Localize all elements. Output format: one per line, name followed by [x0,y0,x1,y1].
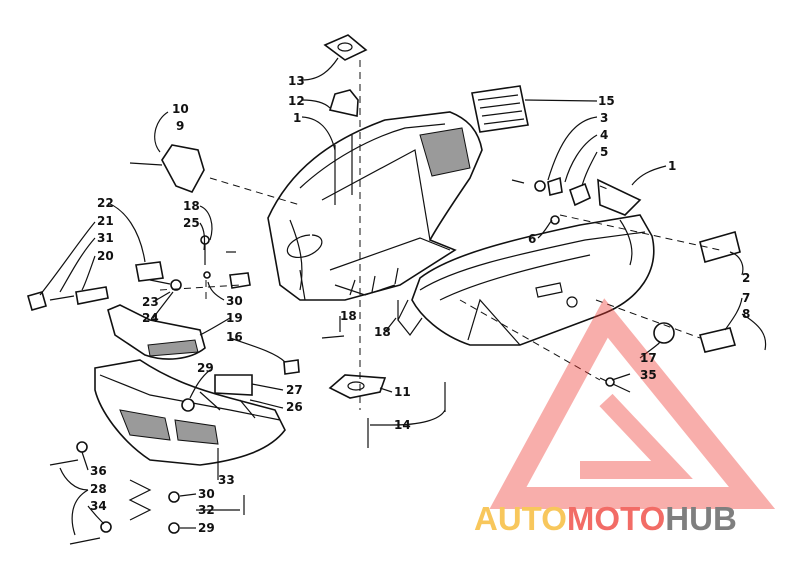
callout-30-upper: 30 [226,294,243,308]
callout-2: 2 [742,271,750,285]
watermark-logo: AUTOMOTOHUB [474,298,776,537]
leader-lines [39,57,767,536]
callout-18-upper: 18 [183,199,200,213]
callout-18-lower: 18 [374,325,391,339]
callout-30-lower: 30 [198,487,215,501]
callout-29-lower: 29 [198,521,215,535]
callout-13: 13 [288,74,305,88]
callout-16: 16 [226,330,243,344]
callout-32: 32 [198,503,215,517]
callout-5: 5 [600,145,608,159]
callout-17: 17 [640,351,657,365]
callout-20: 20 [97,249,114,263]
callout-7: 7 [742,291,750,305]
callout-28: 28 [90,482,107,496]
callout-19: 19 [226,311,243,325]
callout-29-upper: 29 [197,361,214,375]
callout-23: 23 [142,295,159,309]
alignment-lines [159,60,721,410]
callout-10: 10 [172,102,189,116]
callout-labels: 13 12 1 10 9 15 3 4 5 1 22 21 31 20 18 2… [90,74,750,535]
callout-1-right: 1 [668,159,676,173]
callout-25: 25 [183,216,200,230]
callout-24: 24 [142,311,159,325]
callout-3: 3 [600,111,608,125]
hood-nose-section [397,178,655,346]
callout-31: 31 [97,231,114,245]
callout-4: 4 [600,128,608,142]
belly-pan-left-section [267,111,483,301]
watermark-triangle-outer [489,298,776,509]
callout-35: 35 [640,368,657,382]
lower-skid-plate [94,359,286,466]
callout-14: 14 [394,418,411,432]
watermark-text: AUTOMOTOHUB [474,500,737,537]
callout-11: 11 [394,385,411,399]
callout-26: 26 [286,400,303,414]
callout-6: 6 [528,232,536,246]
small-parts [27,34,741,545]
callout-15: 15 [598,94,615,108]
bumper-part [107,304,206,360]
callout-1-left: 1 [293,111,301,125]
watermark-hub: HUB [665,500,737,537]
callout-9: 9 [176,119,184,133]
callout-27: 27 [286,383,303,397]
watermark-triangle-inner [580,393,693,479]
callout-34: 34 [90,499,107,513]
callout-12: 12 [288,94,305,108]
callout-8: 8 [742,307,750,321]
watermark-auto: AUTO [474,500,567,537]
callout-22: 22 [97,196,114,210]
watermark-moto: MOTO [567,500,665,537]
callout-36: 36 [90,464,107,478]
callout-21: 21 [97,214,114,228]
callout-33: 33 [218,473,235,487]
callout-18-middle: 18 [340,309,357,323]
